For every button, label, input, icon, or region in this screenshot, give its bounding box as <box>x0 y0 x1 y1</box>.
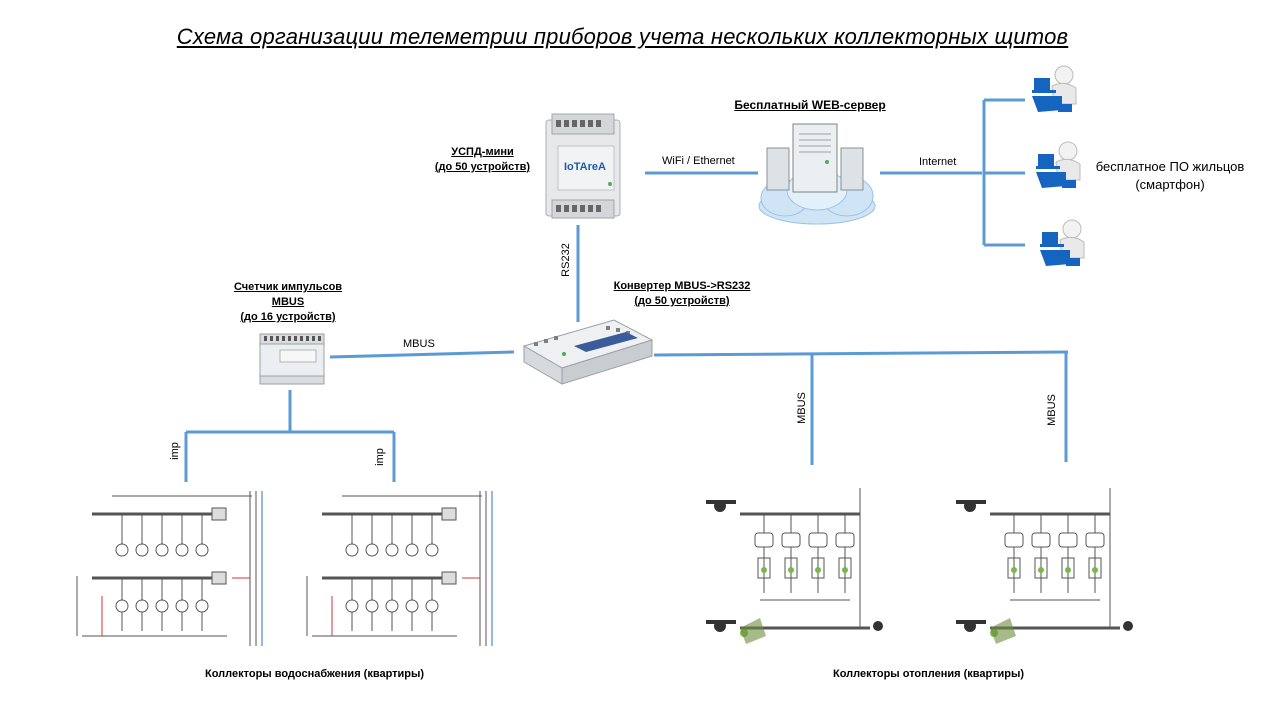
mbus-right-label-1: MBUS <box>796 392 808 424</box>
user-computer-icon <box>1036 141 1081 188</box>
uspd-label: УСПД-мини(до 50 устройств) <box>434 146 531 173</box>
imp-label-2: imp <box>374 448 386 466</box>
water-manifold-drawing-2 <box>306 491 493 646</box>
converter-label: Конвертер MBUS->RS232(до 50 устройств) <box>613 280 751 307</box>
mbus-right-label-2: MBUS <box>1046 394 1058 426</box>
mbus-left-line <box>329 350 515 359</box>
imp-label-1: imp <box>169 442 181 460</box>
heating-manifold-drawing-2 <box>956 488 1133 644</box>
converter-device-image <box>522 319 654 385</box>
heating-manifold-drawing-1 <box>706 488 883 644</box>
uspd-device-image: IoTAreA <box>545 113 621 219</box>
heating-collectors-caption: Коллекторы отопления (квартиры) <box>833 668 1025 680</box>
user-computer-icon <box>1040 219 1085 266</box>
water-manifold-drawing-1 <box>76 491 263 646</box>
wifi-ethernet-label: WiFi / Ethernet <box>662 155 735 167</box>
user-computer-icon <box>1032 65 1077 112</box>
diagram-title: Схема организации телеметрии приборов уч… <box>176 24 1069 49</box>
water-collectors-caption: Коллекторы водоснабжения (квартиры) <box>205 668 425 680</box>
server-icon <box>766 123 864 193</box>
web-server-image <box>758 123 876 225</box>
uspd-brand: IoTAreA <box>564 161 606 173</box>
mbus-left-label: MBUS <box>403 338 435 350</box>
rs232-label: RS232 <box>560 243 572 277</box>
web-server-label: Бесплатный WEB-сервер <box>734 98 886 112</box>
pulse-counter-device-image <box>259 333 325 385</box>
internet-label: Internet <box>919 156 957 168</box>
residents-software-label: бесплатное ПО жильцов(смартфон) <box>1095 159 1245 192</box>
mbus-right-line <box>653 350 1069 357</box>
